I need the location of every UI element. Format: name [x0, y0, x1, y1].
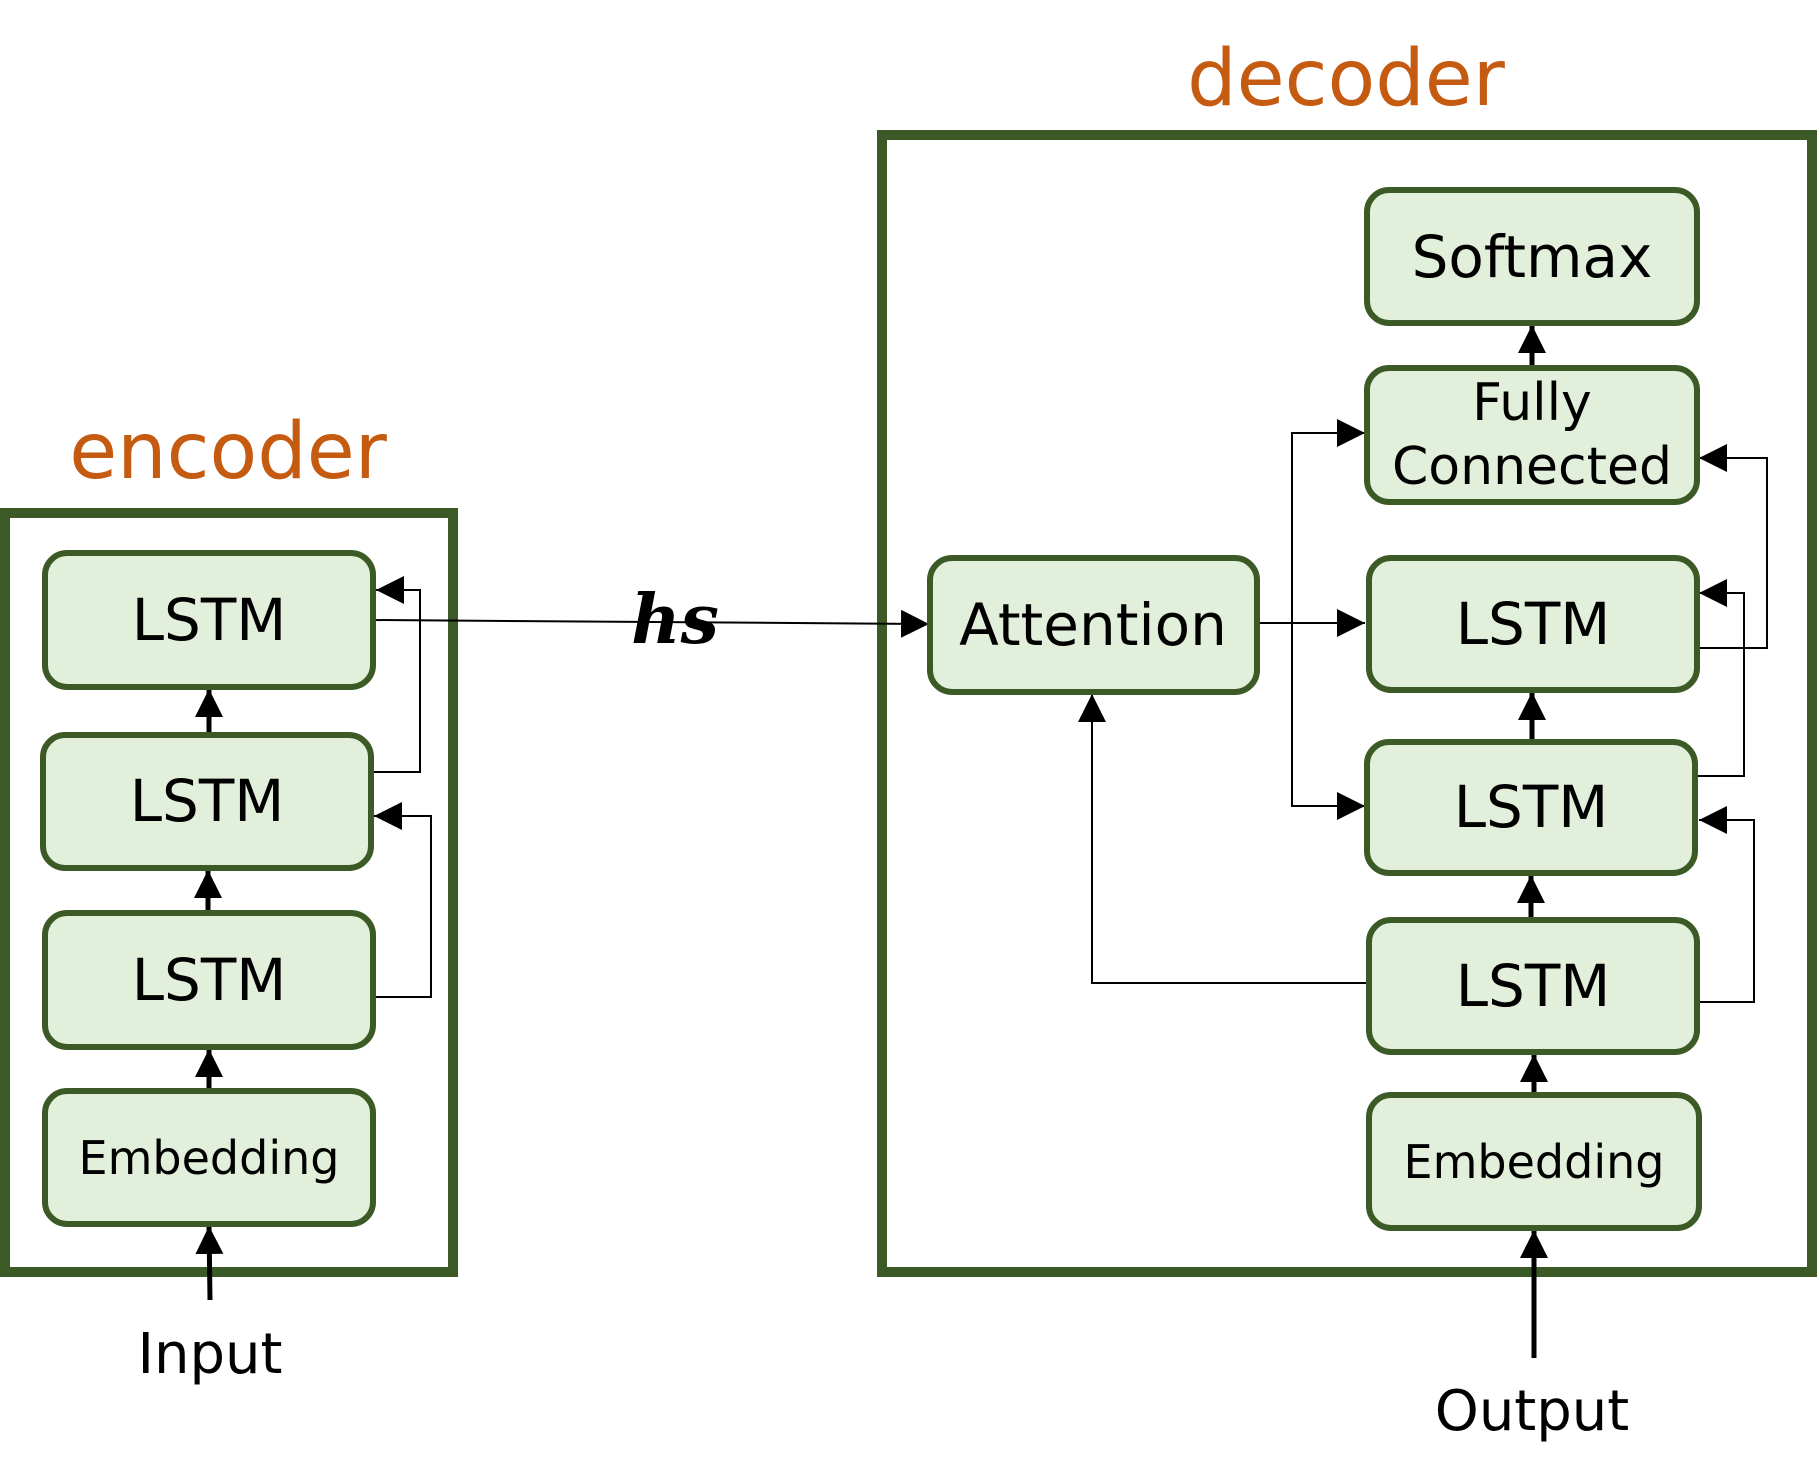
- attention-to-fc-arrow: [1291, 419, 1365, 623]
- decoder-lstm2-skip-connection: [1697, 579, 1745, 777]
- attention-box: [927, 555, 1260, 695]
- decoder-embedding-block: Embedding: [1366, 1092, 1702, 1231]
- decoder-embedding-label: Embedding: [1404, 1135, 1665, 1189]
- encoder-title: encoder: [69, 407, 388, 497]
- decoder-lstm-3-box: [1366, 917, 1700, 1055]
- decoder-lstm-block-3: LSTM: [1366, 917, 1700, 1055]
- decoder-lstm-2-box: [1364, 739, 1698, 876]
- encoder-lstm-2-label: LSTM: [130, 767, 285, 835]
- hs-connection-arrow: [372, 609, 930, 638]
- input-label: Input: [137, 1322, 282, 1387]
- decoder-lstm-block-1: LSTM: [1366, 555, 1700, 693]
- decoder-lstm3-skip-connection: [1697, 806, 1755, 1003]
- encoder-lstm3-skip-connection: [373, 802, 432, 998]
- attention-to-lstm2-arrow: [1291, 623, 1365, 820]
- encoder-lstm-1-box: [42, 550, 376, 690]
- fully-connected-label-line2: Connected: [1392, 437, 1672, 497]
- encoder-lstm-3-label: LSTM: [132, 946, 287, 1014]
- encoder-lstm-1-label: LSTM: [132, 586, 287, 654]
- decoder-lstm-3-label: LSTM: [1456, 952, 1611, 1020]
- encoder-lstm-block-2: LSTM: [40, 732, 374, 871]
- hs-label: hs: [631, 580, 719, 660]
- encoder-embedding-box: [42, 1088, 376, 1227]
- decoder-lstm-1-label: LSTM: [1456, 590, 1611, 658]
- encoder-embedding-label: Embedding: [79, 1131, 340, 1185]
- lstm3-to-attention-arrow: [1078, 694, 1367, 984]
- decoder-lstm-2-label: LSTM: [1454, 773, 1609, 841]
- encoder-lstm-block-3: LSTM: [42, 910, 376, 1050]
- attention-label: Attention: [959, 591, 1227, 659]
- decoder-title: decoder: [1187, 34, 1506, 124]
- decoder-lstm1-to-fc-connection: [1697, 444, 1768, 649]
- encoder-lstm-block-1: LSTM: [42, 550, 376, 690]
- encoder-lstm2-skip-connection: [371, 576, 421, 773]
- decoder-container: [877, 130, 1817, 1277]
- fully-connected-block: Fully Connected: [1364, 365, 1700, 505]
- decoder-embedding-box: [1366, 1092, 1702, 1231]
- decoder-lstm-1-box: [1366, 555, 1700, 693]
- encoder-input-arrow: [195, 1225, 224, 1301]
- fully-connected-label-line1: Fully: [1472, 373, 1592, 433]
- softmax-box: [1364, 187, 1700, 326]
- encoder-container: [0, 508, 458, 1277]
- decoder-lstm-block-2: LSTM: [1364, 739, 1698, 876]
- softmax-block: Softmax: [1364, 187, 1700, 326]
- attention-block: Attention: [927, 555, 1260, 695]
- encoder-lstm-3-box: [42, 910, 376, 1050]
- fully-connected-box: [1364, 365, 1700, 505]
- encoder-embedding-block: Embedding: [42, 1088, 376, 1227]
- softmax-label: Softmax: [1412, 223, 1653, 291]
- encoder-lstm-2-box: [40, 732, 374, 871]
- output-label: Output: [1435, 1379, 1630, 1444]
